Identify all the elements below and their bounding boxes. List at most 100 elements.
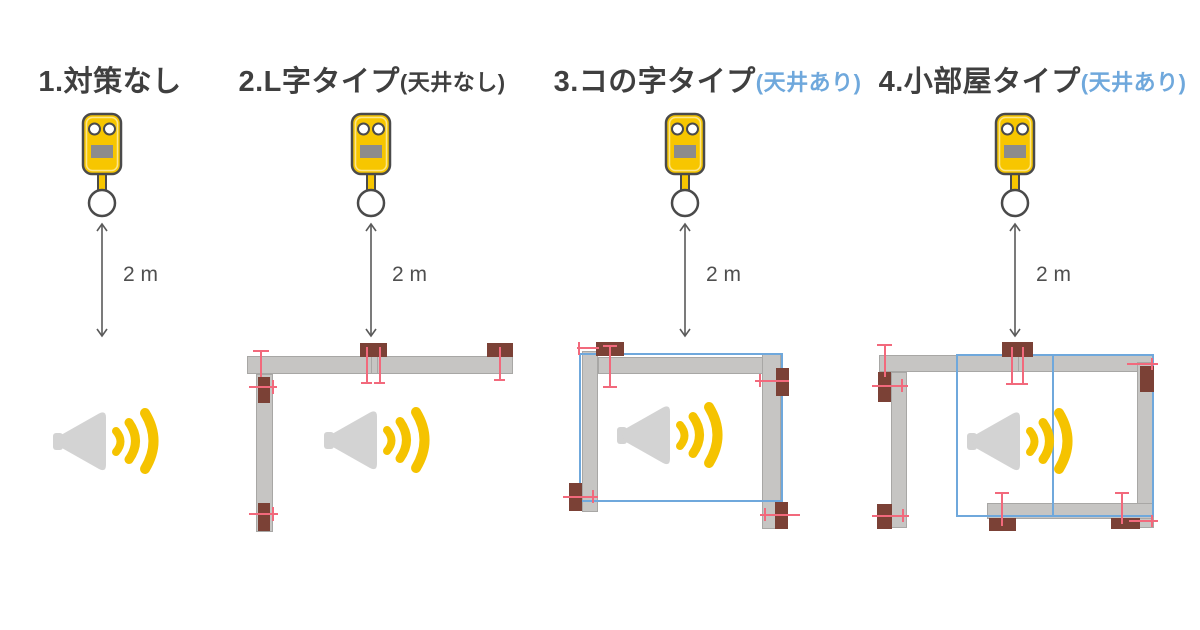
clamp-mark bbox=[374, 382, 385, 384]
clamp-mark bbox=[760, 514, 800, 516]
clamp-mark bbox=[901, 379, 903, 392]
horn-speaker-icon bbox=[967, 408, 1073, 474]
clamp-mark bbox=[494, 379, 505, 381]
meter-button-icon bbox=[372, 122, 385, 136]
title-text: 3.コの字タイプ bbox=[553, 66, 756, 98]
clamp-mark bbox=[272, 380, 274, 394]
clamp-mark bbox=[877, 344, 892, 346]
meter-screen bbox=[1004, 145, 1026, 158]
ceiling-outline bbox=[579, 353, 783, 502]
wall-vertical-left bbox=[582, 351, 598, 512]
microphone-ball bbox=[1000, 188, 1030, 218]
sound-waves-icon bbox=[1038, 418, 1054, 464]
sound-waves-icon bbox=[411, 407, 430, 473]
clamp-mark bbox=[260, 351, 262, 377]
sound-waves-icon bbox=[676, 421, 689, 450]
speaker-cone bbox=[58, 412, 106, 471]
horn-speaker-icon bbox=[617, 402, 723, 468]
double-arrow-icon bbox=[679, 222, 691, 338]
panel-title: 1.対策なし bbox=[5, 58, 215, 100]
meter-button-icon bbox=[686, 122, 699, 136]
distance-label: 2 m bbox=[392, 263, 428, 286]
clamp-mark bbox=[609, 346, 611, 388]
meter-screen bbox=[91, 145, 113, 158]
clamp-mark bbox=[272, 507, 274, 521]
clamp-mark bbox=[995, 492, 1009, 494]
wall-vertical-left bbox=[256, 374, 273, 532]
panel-title: 4.小部屋タイプ(天井あり) bbox=[865, 58, 1200, 100]
meter-button-icon bbox=[88, 122, 101, 136]
sound-waves-icon bbox=[124, 418, 140, 464]
clamp-block bbox=[1140, 366, 1154, 392]
clamp-mark bbox=[759, 374, 761, 387]
clamp-mark bbox=[1001, 493, 1003, 526]
clamp-mark bbox=[872, 385, 908, 387]
sound-waves-icon bbox=[688, 412, 704, 458]
sound-level-meter-icon bbox=[664, 112, 706, 218]
clamp-mark bbox=[578, 342, 580, 355]
clamp-mark bbox=[577, 347, 599, 349]
clamp-mark bbox=[1121, 493, 1123, 524]
meter-inner-line bbox=[354, 116, 388, 172]
clamp-mark bbox=[1017, 383, 1028, 385]
clamp-block bbox=[258, 503, 270, 531]
clamp-mark bbox=[884, 344, 886, 377]
clamp-mark bbox=[603, 345, 617, 347]
title-subtitle: (天井あり) bbox=[1080, 70, 1187, 95]
clamp-mark bbox=[1151, 515, 1153, 527]
clamp-mark bbox=[902, 509, 904, 522]
clamp-mark bbox=[563, 496, 598, 498]
sound-waves-icon bbox=[1054, 408, 1073, 474]
sound-waves-icon bbox=[383, 426, 396, 455]
sound-waves-icon bbox=[140, 408, 159, 474]
clamp-mark bbox=[1129, 520, 1158, 522]
meter-button-icon bbox=[357, 122, 370, 136]
meter-inner-line bbox=[998, 116, 1032, 172]
clamp-mark bbox=[1011, 347, 1013, 385]
microphone-ball bbox=[670, 188, 700, 218]
clamp-mark bbox=[592, 490, 594, 503]
meter-button-icon bbox=[1001, 122, 1014, 136]
distance-label: 2 m bbox=[706, 263, 742, 286]
clamp-mark bbox=[1022, 347, 1024, 385]
panel-title: 3.コの字タイプ(天井あり) bbox=[540, 58, 875, 100]
wall-vertical-left bbox=[891, 372, 907, 528]
clamp-mark bbox=[379, 347, 381, 384]
horn-speaker-icon bbox=[53, 408, 159, 474]
clamp-block bbox=[1111, 518, 1140, 529]
title-subtitle: (天井なし) bbox=[399, 70, 506, 95]
clamp-mark bbox=[1127, 363, 1158, 365]
clamp-mark bbox=[499, 347, 501, 381]
meter-screen bbox=[674, 145, 696, 158]
meter-button-icon bbox=[671, 122, 684, 136]
clamp-mark bbox=[755, 380, 789, 382]
clamp-block bbox=[878, 372, 891, 402]
double-arrow-icon bbox=[365, 222, 377, 338]
clamp-mark bbox=[249, 386, 277, 388]
title-text: 4.小部屋タイプ bbox=[878, 66, 1081, 98]
sound-waves-icon bbox=[112, 427, 125, 456]
clamp-block bbox=[776, 368, 789, 396]
clamp-mark bbox=[603, 386, 617, 388]
ceiling-outline bbox=[956, 354, 1154, 517]
distance-label: 2 m bbox=[123, 263, 159, 286]
sound-waves-icon bbox=[1026, 427, 1039, 456]
clamp-mark bbox=[872, 515, 909, 517]
sound-level-meter-icon bbox=[350, 112, 392, 218]
sound-level-meter-icon bbox=[81, 112, 123, 218]
meter-button-icon bbox=[1016, 122, 1029, 136]
title-text: 2.L字タイプ bbox=[238, 66, 400, 98]
meter-inner-line bbox=[85, 116, 119, 172]
clamp-block bbox=[1002, 342, 1033, 357]
meter-body bbox=[994, 112, 1036, 176]
speaker-cone bbox=[972, 412, 1020, 471]
clamp-block bbox=[258, 377, 270, 403]
microphone-ball bbox=[356, 188, 386, 218]
double-arrow-icon bbox=[96, 222, 108, 338]
meter-screen bbox=[360, 145, 382, 158]
distance-label: 2 m bbox=[1036, 263, 1072, 286]
